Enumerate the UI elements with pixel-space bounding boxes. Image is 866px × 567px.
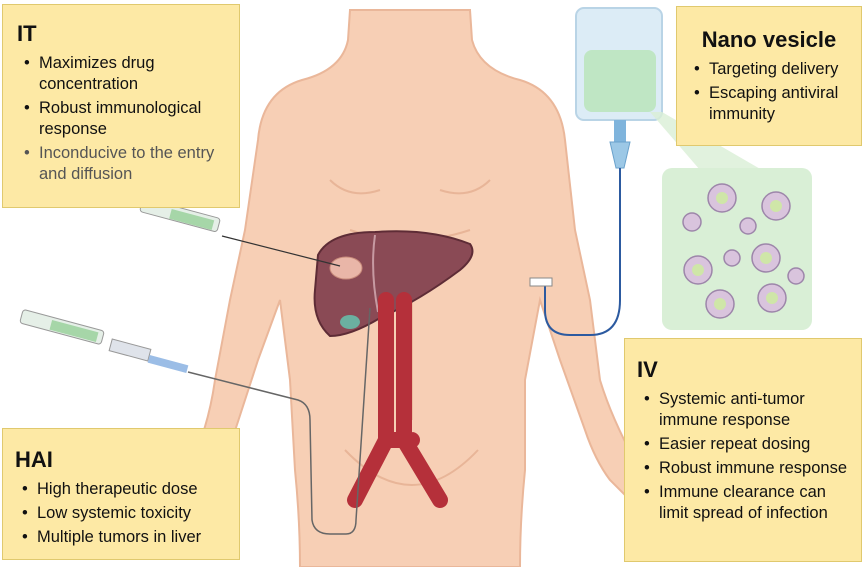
nano-vesicle-item: Escaping antiviral immunity: [687, 83, 851, 125]
nano-vesicle-item: Targeting delivery: [687, 59, 851, 80]
it-needle: [221, 235, 341, 267]
hai-syringe: [19, 309, 189, 374]
nano-vesicle-panel: [650, 112, 812, 330]
it-item: Robust immunological response: [17, 98, 229, 140]
hai-item: High therapeutic dose: [15, 479, 231, 500]
iv-item: Robust immune response: [637, 458, 853, 479]
it-item: Maximizes drug concentration: [17, 53, 229, 95]
nano-vesicle-info-box: Nano vesicle Targeting delivery Escaping…: [676, 6, 862, 146]
iv-catheter: [529, 277, 553, 287]
iv-item: Easier repeat dosing: [637, 434, 853, 455]
iv-info-box: IV Systemic anti-tumor immune response E…: [624, 338, 862, 562]
aorta: [347, 292, 448, 508]
hai-info-box: HAI High therapeutic dose Low systemic t…: [2, 428, 240, 560]
iv-line: [544, 168, 621, 336]
hai-item: Low systemic toxicity: [15, 503, 231, 524]
it-list: Maximizes drug concentration Robust immu…: [17, 53, 229, 185]
nano-vesicle-list: Targeting delivery Escaping antiviral im…: [687, 59, 851, 125]
hai-item: Multiple tumors in liver: [15, 527, 231, 548]
nano-vesicle-title: Nano vesicle: [701, 27, 837, 52]
hai-title: HAI: [15, 447, 53, 472]
iv-title: IV: [637, 357, 658, 382]
it-info-box: IT Maximizes drug concentration Robust i…: [2, 4, 240, 208]
it-item: Inconducive to the entry and diffusion: [17, 143, 229, 185]
iv-list: Systemic anti-tumor immune response Easi…: [637, 389, 853, 524]
iv-item: Immune clearance can limit spread of inf…: [637, 482, 853, 524]
hai-catheter: [187, 307, 371, 535]
iv-bag: [575, 7, 663, 169]
liver: [313, 230, 474, 338]
it-title: IT: [17, 21, 37, 46]
iv-item: Systemic anti-tumor immune response: [637, 389, 853, 431]
hai-list: High therapeutic dose Low systemic toxic…: [15, 479, 231, 548]
